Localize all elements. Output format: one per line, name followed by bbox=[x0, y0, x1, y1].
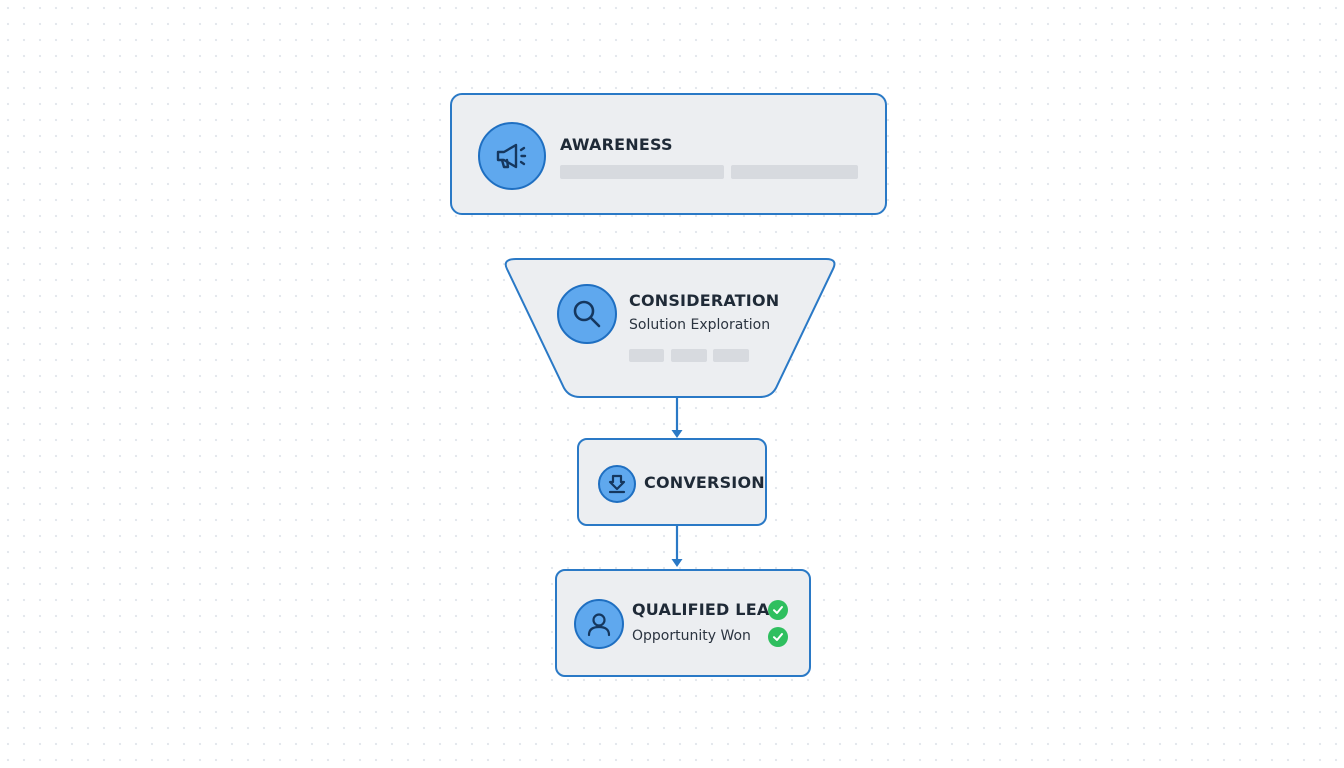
check-circle-icon bbox=[768, 627, 788, 647]
conversion-stage: CONVERSION bbox=[577, 438, 767, 526]
connector-arrow bbox=[671, 525, 683, 567]
connector-arrow bbox=[671, 396, 683, 438]
consideration-placeholder-bar bbox=[713, 349, 749, 362]
consideration-title: CONSIDERATION bbox=[629, 291, 780, 310]
conversion-title: CONVERSION bbox=[644, 473, 765, 492]
awareness-placeholder-bar bbox=[560, 165, 724, 179]
awareness-title: AWARENESS bbox=[560, 135, 673, 154]
search-icon bbox=[557, 284, 617, 344]
awareness-stage: AWARENESS bbox=[450, 93, 887, 215]
download-arrow-icon bbox=[598, 465, 636, 503]
qualified-lead-title: QUALIFIED LEAD bbox=[632, 600, 783, 619]
consideration-placeholder-bar bbox=[671, 349, 707, 362]
awareness-placeholder-bar bbox=[731, 165, 858, 179]
check-circle-icon bbox=[768, 600, 788, 620]
megaphone-icon bbox=[478, 122, 546, 190]
consideration-subtitle: Solution Exploration bbox=[629, 317, 771, 333]
qualified-lead-subtitle: Opportunity Won bbox=[632, 628, 751, 644]
user-icon bbox=[574, 599, 624, 649]
consideration-placeholder-bar bbox=[629, 349, 664, 362]
qualified-lead-stage: QUALIFIED LEAD Opportunity Won bbox=[555, 569, 811, 677]
